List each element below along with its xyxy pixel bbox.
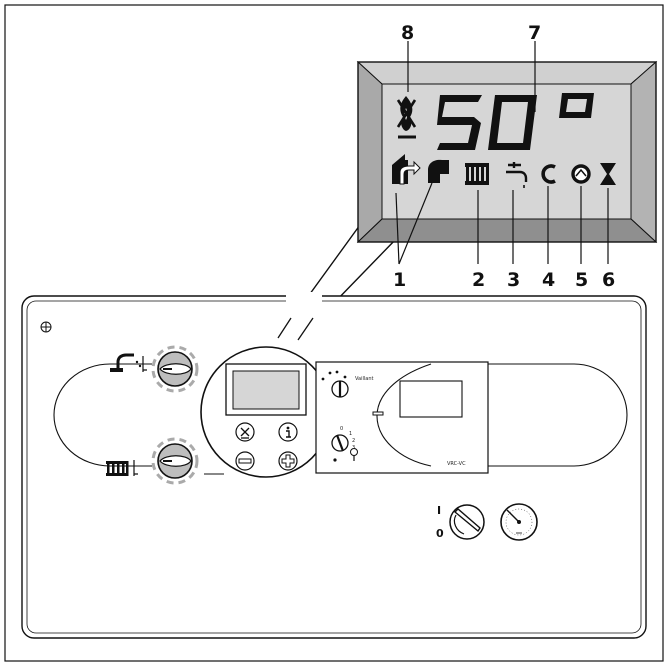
degree-symbol [559,93,594,118]
lcd-screen [381,83,632,220]
pressure-gauge [500,503,538,541]
sensor-icon [350,448,358,461]
house-heating-icon [392,154,421,185]
switch-off-label: 0 [436,527,444,540]
brand-logo: Vaillant [355,376,373,382]
plus-button[interactable] [278,451,298,471]
callout-leaders [395,41,609,265]
screw-icon [40,321,52,333]
chimney-sweep-button[interactable] [235,422,255,442]
dial-mark-1: 1 [349,431,352,437]
callout-6: 6 [602,269,615,291]
control-module: Vaillant 0 1 2 3 VRC-VC [315,361,489,474]
digit-5 [437,95,482,150]
heating-radiator-icon [106,460,138,476]
right-capsule [488,363,628,467]
tap-icon [506,162,528,188]
info-button[interactable] [278,422,298,442]
callout-7: 7 [528,22,541,44]
dial-mark-3: 3 [352,445,355,451]
lid-handle [372,411,384,416]
callout-3: 3 [507,269,520,291]
switch-on-label: I [437,504,441,517]
hourglass-icon [600,163,616,185]
callout-4: 4 [542,269,555,291]
display-digits: 50 [437,93,594,150]
callout-numbers: 8 7 1 2 3 4 5 6 [393,22,615,291]
rotate-icon [541,164,556,184]
main-switch[interactable] [449,504,485,540]
display-frame [357,61,657,243]
digit-0 [488,95,537,150]
circle-symbol-icon [571,164,591,184]
temperature-dial[interactable] [331,434,349,452]
left-capsule [53,363,152,467]
pump-icon [428,159,449,183]
zoomed-display: 50 [356,60,658,244]
display-button-cluster [200,346,332,478]
flame-crossed-icon [396,96,417,139]
heating-knob[interactable] [151,437,199,485]
radiator-icon [465,163,489,185]
hot-water-tap-icon [110,353,147,372]
module-model-label: VRC-VC [447,461,466,467]
gauge-needle [506,509,520,523]
dial-mark-2: 2 [352,438,355,444]
control-panel: Vaillant 0 1 2 3 VRC-VC I [21,292,647,639]
mode-selector-dial[interactable] [331,380,349,398]
callout-8: 8 [401,22,414,44]
callout-2: 2 [472,269,485,291]
panel-display-screen [232,370,300,410]
dial-mark-0: 0 [340,426,343,432]
hot-water-knob[interactable] [151,345,199,393]
callout-1: 1 [393,269,406,291]
callout-5: 5 [575,269,588,291]
module-lid-curve [376,363,432,467]
panel-inner [26,300,642,634]
minus-button[interactable] [235,451,255,471]
module-display-window [399,380,463,418]
